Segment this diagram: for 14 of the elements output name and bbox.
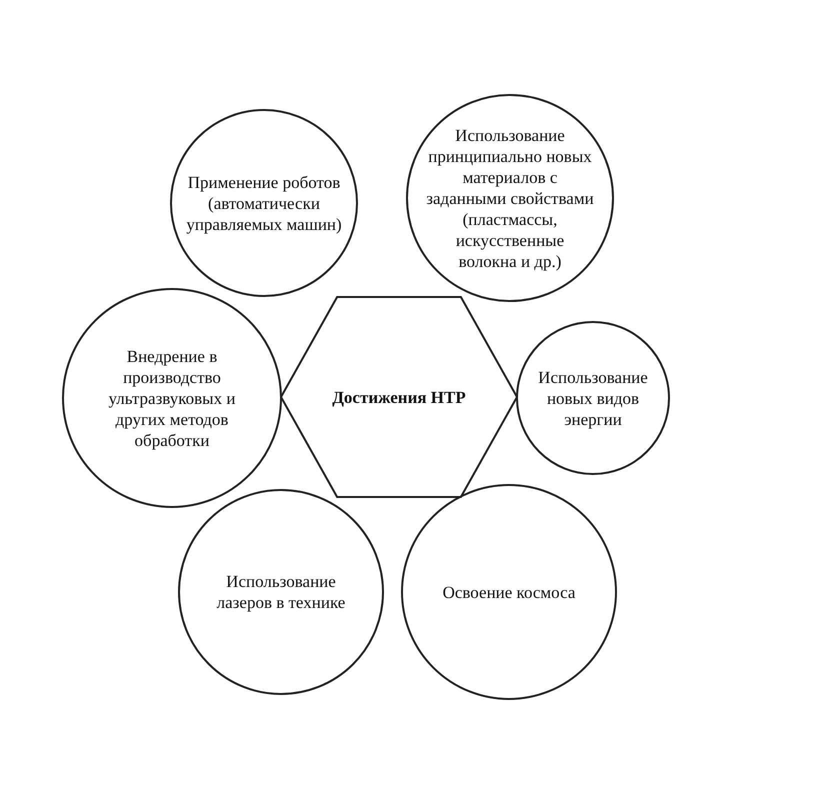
hexagon-shape: [280, 296, 518, 498]
circle-text: Использование принципиально новых материалов с заданными свойствами (пластмассы, искусственные волокна и др.): [425, 124, 595, 272]
circle-node: [178, 489, 384, 695]
circle-node: [516, 321, 670, 475]
circle-text: Внедрение в производство ультразвуковых и других методов обработки: [108, 346, 236, 450]
center-title: Достижения НТР: [332, 386, 466, 408]
circle-text: Использование новых видов энергии: [537, 366, 649, 430]
circle-node: [406, 94, 614, 302]
circle-node: [170, 109, 358, 297]
circle-text: Освоение космоса: [442, 582, 576, 602]
circle-node: [62, 288, 282, 508]
circle-text: Использование лазеров в технике: [216, 571, 346, 613]
circle-node: [401, 484, 617, 700]
circle-text: Применение роботов (автоматически управляемых машин): [185, 172, 343, 234]
